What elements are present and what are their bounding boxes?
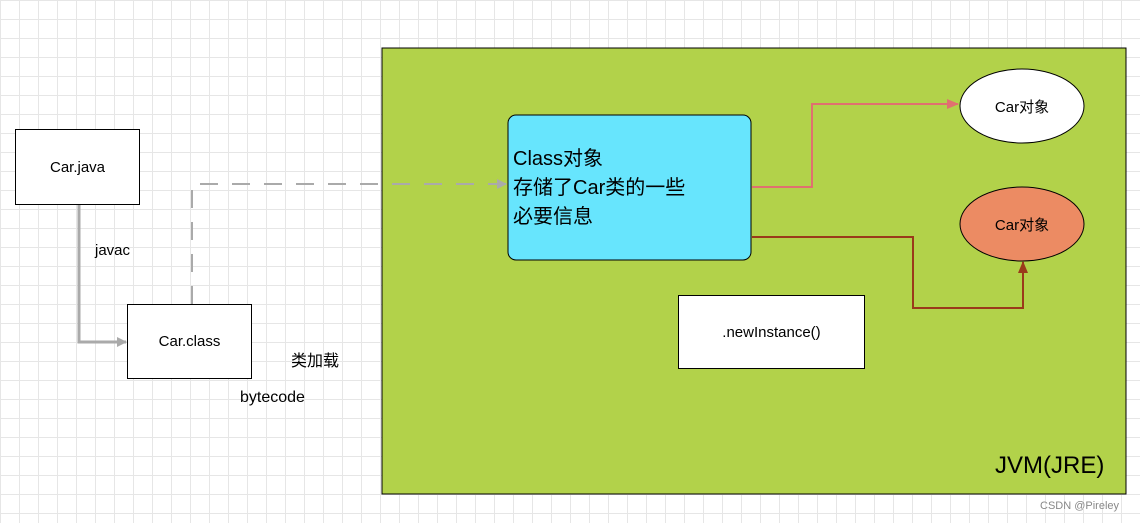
class-object-box — [507, 114, 752, 261]
jvm-label: JVM(JRE) — [995, 452, 1105, 479]
new-instance-label: .newInstance() — [722, 323, 821, 341]
javac-label: javac — [95, 242, 131, 259]
car-object-bottom — [959, 186, 1085, 262]
car-object-top — [959, 68, 1085, 144]
car-class-box: Car.class — [127, 304, 252, 379]
car-object-top-label: Car对象 — [994, 98, 1050, 116]
class-loading-label: 类加载 — [291, 353, 340, 370]
class-object-to-car-object-arrow — [752, 99, 959, 188]
bytecode-label: bytecode — [240, 389, 305, 406]
class-loading-arrow — [191, 179, 507, 304]
car-class-label: Car.class — [158, 333, 221, 350]
class-object-line-3: 必要信息 — [513, 206, 593, 228]
class-object-line-1: Class对象 — [513, 148, 604, 170]
car-object-top-label-wrap: Car对象 — [962, 88, 1082, 124]
car-object-bottom-label: Car对象 — [994, 216, 1050, 234]
watermark: CSDN @Pireley — [1040, 500, 1120, 512]
new-instance-arrow — [752, 236, 1028, 309]
car-java-label: Car.java — [49, 158, 106, 176]
car-java-box: Car.java — [15, 129, 140, 205]
car-object-bottom-label-wrap: Car对象 — [962, 206, 1082, 242]
class-object-line-2: 存储了Car类的一些 — [513, 177, 686, 199]
new-instance-box: .newInstance() — [678, 295, 865, 369]
class-object-text: Class对象 存储了Car类的一些 必要信息 — [513, 145, 685, 232]
javac-arrow — [77, 205, 127, 347]
